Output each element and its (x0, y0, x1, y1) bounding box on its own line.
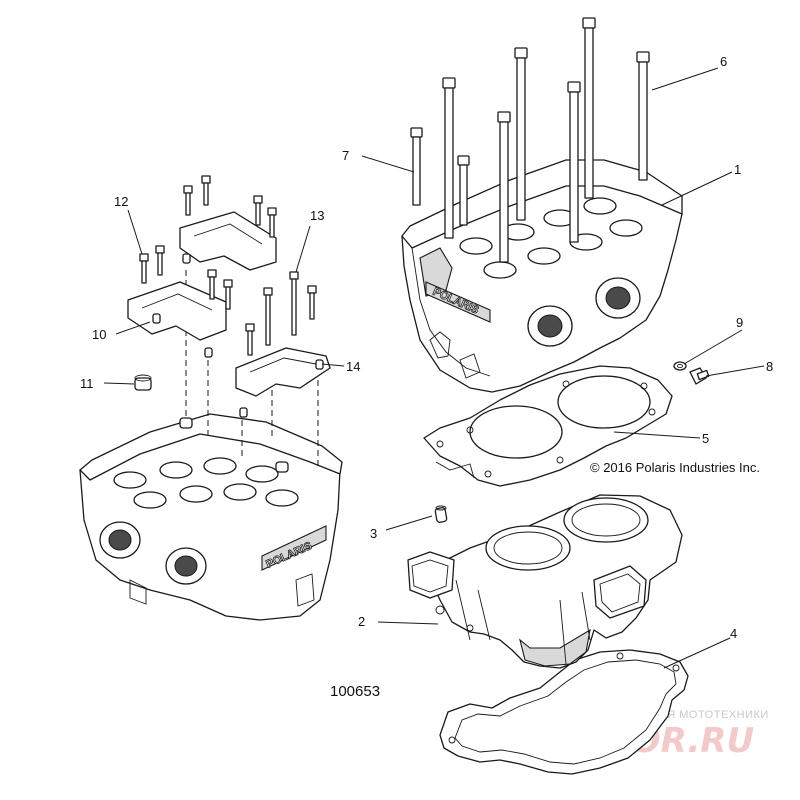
cap-bolt[interactable] (253, 195, 263, 226)
sleeve-part-11[interactable] (134, 374, 152, 391)
base-gasket-part-4[interactable] (439, 649, 689, 775)
short-head-bolt[interactable] (410, 127, 423, 206)
cylinder-head-part-1[interactable]: POLARIS (401, 159, 683, 393)
head-gasket-part-5[interactable] (423, 365, 673, 487)
dowels-left[interactable] (134, 253, 324, 473)
cylinder-block-part-2[interactable] (407, 494, 683, 669)
callout-4: 4 (730, 626, 737, 641)
callout-11: 11 (80, 376, 94, 391)
head-bolt[interactable] (442, 77, 456, 239)
head-bolt[interactable] (567, 81, 581, 243)
head-bolt[interactable] (497, 111, 511, 263)
callout-10: 10 (92, 327, 106, 342)
short-head-bolt[interactable] (457, 155, 470, 226)
callout-8: 8 (766, 359, 773, 374)
cap-bolt[interactable] (207, 269, 217, 300)
cap-bolt[interactable] (201, 175, 211, 206)
callout-5: 5 (702, 431, 709, 446)
dowel-pin-part-3[interactable] (434, 505, 448, 523)
callout-13: 13 (310, 208, 324, 223)
callout-12: 12 (114, 194, 128, 209)
callout-9: 9 (736, 315, 743, 330)
cylinder-head-detail-view[interactable]: POLARIS (79, 413, 343, 621)
head-bolt[interactable] (582, 17, 596, 199)
cap-bolt[interactable] (263, 287, 273, 346)
callout-7: 7 (342, 148, 349, 163)
cap-bolt[interactable] (223, 279, 233, 310)
callouts: 1 2 3 4 5 6 7 8 9 10 11 12 13 14 (80, 54, 773, 641)
camshaft-caps[interactable] (127, 211, 331, 397)
callout-6: 6 (720, 54, 727, 69)
cap-bolt[interactable] (307, 285, 317, 320)
cap-bolt[interactable] (289, 271, 299, 336)
cam-cap-bolts[interactable] (139, 175, 317, 356)
callout-3: 3 (370, 526, 377, 541)
plug-bolt-part-8[interactable] (689, 367, 710, 385)
cap-bolt[interactable] (155, 245, 165, 276)
cap-bolt[interactable] (267, 207, 277, 238)
cap-bolt[interactable] (183, 185, 193, 216)
copyright-notice: © 2016 Polaris Industries Inc. (590, 460, 760, 475)
head-bolt[interactable] (636, 51, 650, 181)
callout-2: 2 (358, 614, 365, 629)
diagram-number: 100653 (330, 683, 380, 700)
cap-bolt[interactable] (245, 323, 255, 356)
leader-lines (103, 67, 765, 669)
head-bolt[interactable] (514, 47, 528, 221)
head-bolts-part-6-7[interactable] (410, 17, 650, 263)
washer-part-9[interactable] (673, 361, 687, 371)
cap-bolt[interactable] (139, 253, 149, 284)
callout-14: 14 (346, 359, 360, 374)
callout-1: 1 (734, 162, 741, 177)
